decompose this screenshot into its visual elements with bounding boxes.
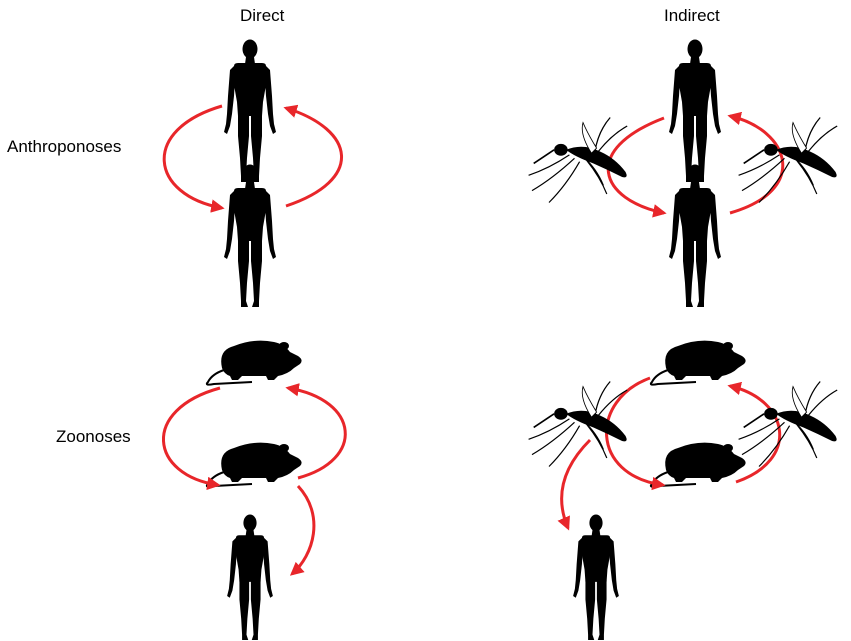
- transmission-arrow: [730, 116, 783, 213]
- spillover-arrow: [562, 440, 590, 528]
- anthroponoses-indirect-panel: [529, 40, 838, 308]
- human-icon: [573, 515, 619, 640]
- human-icon: [224, 165, 276, 308]
- zoonoses-direct-panel: [163, 341, 345, 640]
- zoonoses-indirect-panel: [529, 341, 838, 640]
- human-icon: [669, 40, 721, 183]
- human-icon: [224, 40, 276, 183]
- anthroponoses-direct-panel: [164, 40, 341, 308]
- rat-icon: [651, 341, 746, 385]
- mosquito-icon: [529, 118, 628, 203]
- rat-icon: [207, 341, 302, 385]
- spillover-arrow: [292, 486, 314, 574]
- human-icon: [669, 165, 721, 308]
- mosquito-icon: [739, 118, 838, 203]
- rat-icon: [651, 443, 746, 487]
- transmission-arrow: [164, 106, 222, 208]
- human-icon: [227, 515, 273, 640]
- rat-icon: [207, 443, 302, 487]
- transmission-arrow: [286, 108, 342, 206]
- transmission-arrow: [163, 388, 220, 485]
